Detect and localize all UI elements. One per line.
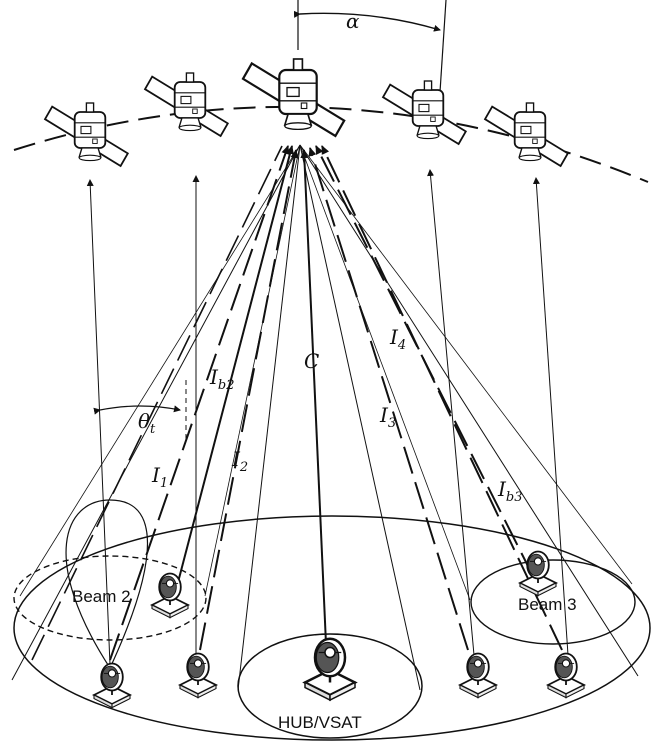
terminal-2-icon xyxy=(179,652,217,699)
satellite-center-icon xyxy=(241,57,346,138)
i2-label: I2 xyxy=(231,447,248,475)
beam3-cone-right xyxy=(299,144,633,585)
beam3-ellipse xyxy=(470,559,636,645)
link-beam2-to-sat1 xyxy=(86,179,111,666)
link-i1 xyxy=(109,145,290,661)
link-i4 xyxy=(321,145,563,651)
cone-right-line xyxy=(299,144,639,677)
hub-vsat-icon xyxy=(303,637,357,702)
alpha-arc xyxy=(293,10,441,32)
theta-sub: t xyxy=(150,422,156,437)
coverage-ellipse xyxy=(13,515,651,741)
terminal-3-icon xyxy=(459,652,497,699)
link-i2 xyxy=(199,149,299,651)
i3-label: I3 xyxy=(379,403,396,431)
carrier-label: C xyxy=(304,349,319,373)
hub-beam-ellipse xyxy=(237,633,423,739)
link-i3 xyxy=(308,147,469,651)
link-t3-to-sat4 xyxy=(427,169,475,656)
hub-cone-right xyxy=(299,144,421,691)
hub-cone-left xyxy=(237,144,301,691)
beam2-label: Beam 2 xyxy=(72,587,131,606)
beam3-label: Beam 3 xyxy=(518,595,577,614)
i2-sub: 2 xyxy=(239,460,248,475)
link-far-left xyxy=(31,145,283,661)
i3-symbol: I xyxy=(379,403,389,427)
alpha-label: α xyxy=(346,9,360,33)
i4-sub: 4 xyxy=(397,338,406,353)
i1-sub: 1 xyxy=(160,476,168,491)
satellite-5-icon xyxy=(484,102,569,167)
i3-sub: 3 xyxy=(388,416,396,431)
terminal-4-icon xyxy=(547,652,585,699)
i2-symbol: I xyxy=(231,447,241,471)
beam2-terminal-icon xyxy=(151,572,189,619)
cone-left-line xyxy=(11,144,301,681)
ib2-label: Ib2 xyxy=(209,365,235,393)
theta-symbol: θ xyxy=(138,409,150,433)
alpha-ref-line-right xyxy=(439,0,447,93)
i1-label: I1 xyxy=(151,463,168,491)
beam2-cone-right xyxy=(204,144,301,597)
link-t4-to-sat5 xyxy=(532,177,569,656)
i4-label: I4 xyxy=(389,325,406,353)
theta-arc xyxy=(93,405,181,415)
link-carrier-c xyxy=(300,149,327,645)
ib3-label: Ib3 xyxy=(497,477,523,505)
satellite-1-icon xyxy=(44,102,129,167)
ib3-symbol: I xyxy=(497,477,507,501)
link-ib2 xyxy=(175,145,294,591)
hub-label: HUB/VSAT xyxy=(278,713,362,732)
theta-label: θt xyxy=(138,409,156,437)
i4-symbol: I xyxy=(389,325,399,349)
beam2-cone-left xyxy=(19,144,301,597)
beam2-lobe-terminal-icon xyxy=(93,662,131,709)
satellite-4-icon xyxy=(382,80,467,145)
ib2-symbol: I xyxy=(209,365,219,389)
satellite-2-icon xyxy=(144,72,229,137)
ib2-sub: b2 xyxy=(218,378,235,393)
beam3-cone-left xyxy=(299,144,471,601)
beam2-ellipse xyxy=(13,555,207,641)
i1-symbol: I xyxy=(151,463,161,487)
ib3-sub: b3 xyxy=(506,490,523,505)
